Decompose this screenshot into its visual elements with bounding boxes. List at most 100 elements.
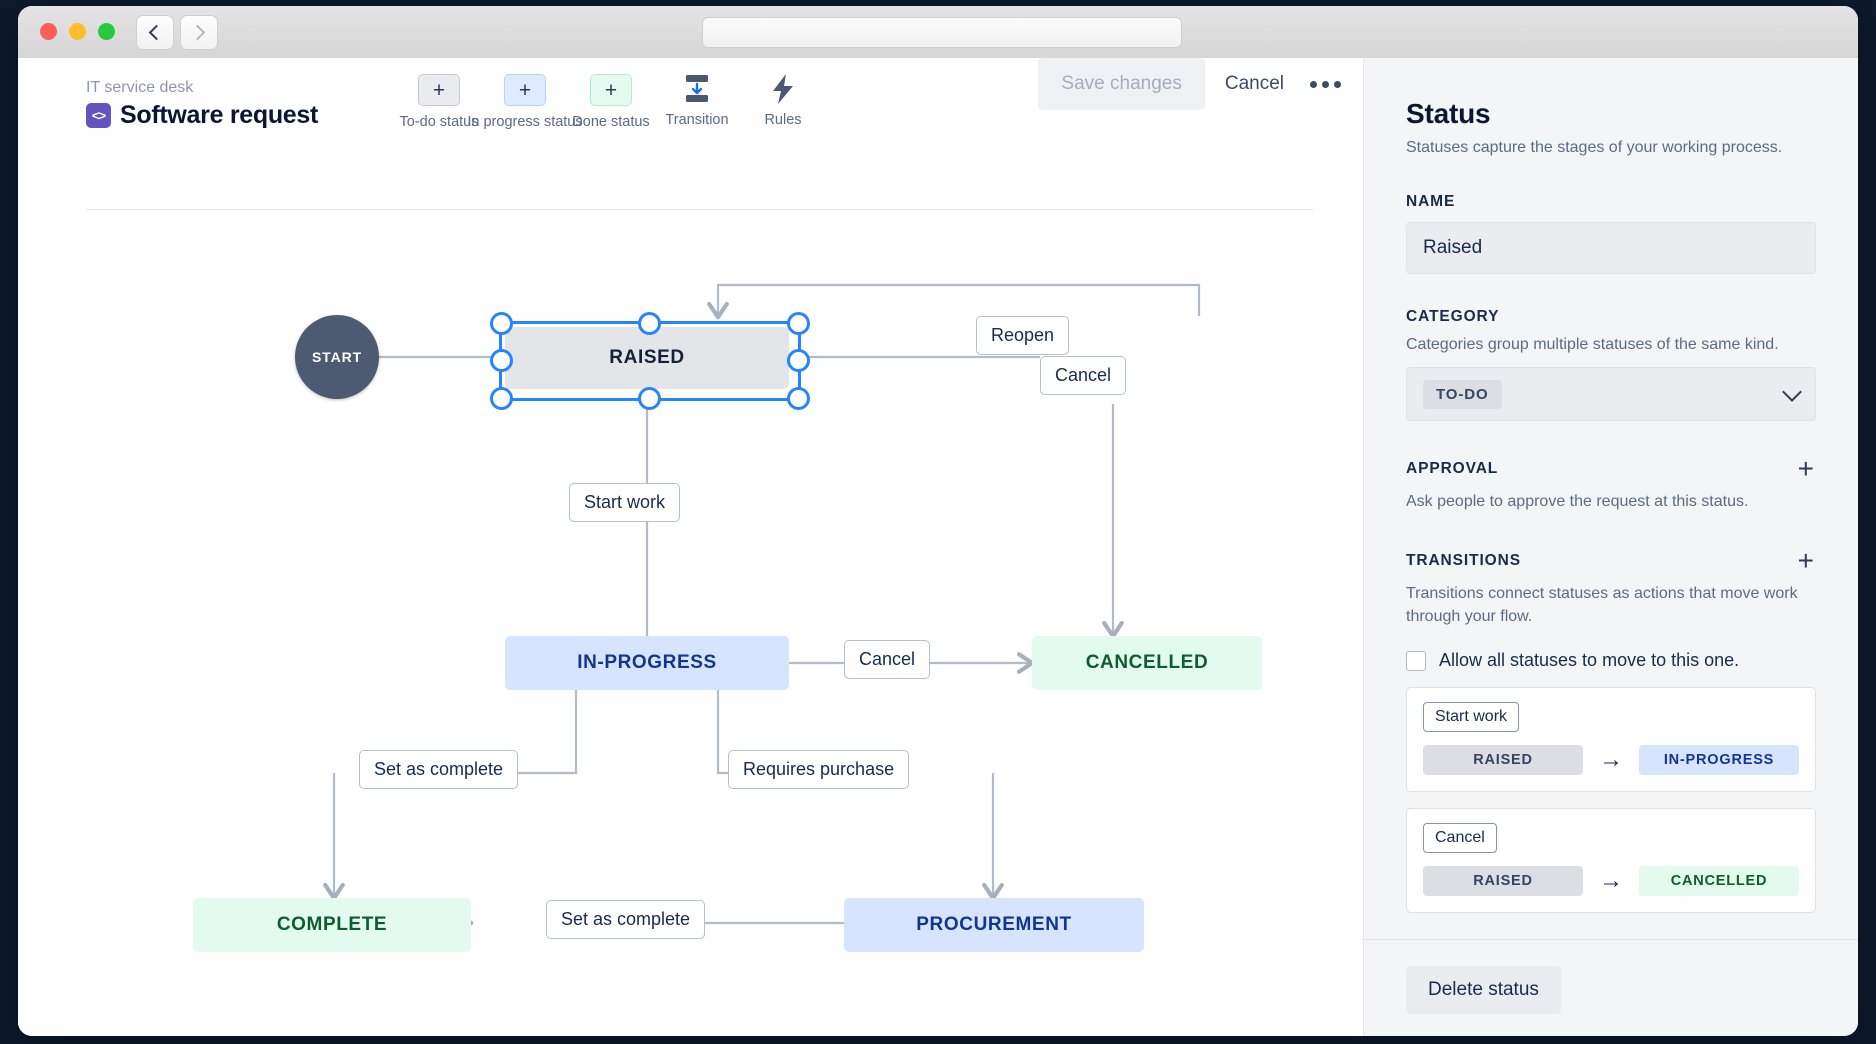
- category-select[interactable]: TO-DO: [1406, 367, 1816, 421]
- transition-name-button[interactable]: Cancel: [1423, 823, 1497, 853]
- zoom-window-button[interactable]: [98, 23, 115, 40]
- arrow-right-icon: →: [1599, 867, 1623, 894]
- transition-label-start-work[interactable]: Start work: [569, 483, 681, 522]
- allow-all-statuses-row[interactable]: Allow all statuses to move to this one.: [1406, 650, 1816, 671]
- header-actions: Save changes Cancel: [1038, 58, 1363, 110]
- page-title: Software request: [120, 101, 319, 129]
- transition-flow: RAISED → CANCELLED: [1423, 866, 1799, 896]
- approval-section-header: APPROVAL +: [1406, 455, 1816, 483]
- transition-label-cancel-raised[interactable]: Cancel: [1040, 356, 1127, 395]
- category-label: CATEGORY: [1406, 308, 1500, 325]
- name-label: NAME: [1406, 193, 1456, 210]
- allow-all-statuses-label: Allow all statuses to move to this one.: [1439, 650, 1740, 670]
- transition-flow: RAISED → IN-PROGRESS: [1423, 745, 1799, 775]
- transitions-section-header: TRANSITIONS +: [1406, 547, 1816, 575]
- app-header: IT service desk <> Software request + To…: [18, 58, 1363, 210]
- transition-label-reopen[interactable]: Reopen: [976, 316, 1070, 355]
- transition-card[interactable]: Cancel RAISED → CANCELLED: [1406, 808, 1816, 913]
- plus-icon[interactable]: +: [590, 74, 632, 106]
- resize-handle-sw[interactable]: [490, 387, 513, 410]
- status-node-procurement[interactable]: PROCUREMENT: [844, 898, 1144, 952]
- resize-handle-n[interactable]: [638, 312, 661, 335]
- approval-description: Ask people to approve the request at thi…: [1406, 493, 1749, 510]
- toolbar-label: In progress status: [467, 114, 583, 130]
- rules-tool[interactable]: Rules: [740, 74, 826, 130]
- plus-icon[interactable]: +: [1797, 453, 1814, 484]
- chevron-right-icon: [189, 24, 206, 41]
- status-node-cancelled[interactable]: CANCELLED: [1032, 636, 1262, 690]
- transition-name-button[interactable]: Start work: [1423, 702, 1520, 732]
- selection-box: [490, 312, 810, 410]
- approval-label: APPROVAL: [1406, 460, 1499, 477]
- toolbar-label: Transition: [665, 112, 729, 128]
- page-body: IT service desk <> Software request + To…: [18, 58, 1858, 1036]
- resize-handle-nw[interactable]: [490, 312, 513, 335]
- resize-handle-se[interactable]: [787, 387, 810, 410]
- forward-button[interactable]: [180, 15, 218, 50]
- plus-icon[interactable]: +: [1797, 545, 1814, 576]
- toolbar: + To-do status + In progress status + Do…: [396, 74, 826, 130]
- transitions-label: TRANSITIONS: [1406, 552, 1521, 569]
- delete-status-button[interactable]: Delete status: [1406, 966, 1561, 1014]
- transition-from-status: RAISED: [1423, 866, 1583, 896]
- panel-divider: [1364, 939, 1858, 940]
- browser-window: IT service desk <> Software request + To…: [18, 6, 1858, 1036]
- toolbar-label: To-do status: [399, 114, 479, 130]
- close-window-button[interactable]: [40, 23, 57, 40]
- transition-label-cancel-inprogress[interactable]: Cancel: [844, 640, 931, 679]
- breadcrumb[interactable]: IT service desk: [86, 79, 194, 96]
- transition-label-set-as-complete-inprogress[interactable]: Set as complete: [359, 750, 519, 789]
- chevron-left-icon: [148, 24, 165, 41]
- panel-title: Status: [1406, 98, 1491, 129]
- add-inprogress-status-tool[interactable]: + In progress status: [467, 74, 583, 130]
- save-changes-button[interactable]: Save changes: [1038, 58, 1205, 110]
- panel-subtitle: Statuses capture the stages of your work…: [1406, 139, 1783, 156]
- minimize-window-button[interactable]: [69, 23, 86, 40]
- chevron-down-icon: [1782, 381, 1802, 402]
- status-node-in-progress[interactable]: IN-PROGRESS: [505, 636, 789, 690]
- transition-label-set-as-complete-procurement[interactable]: Set as complete: [546, 900, 706, 939]
- header-divider: [86, 209, 1313, 210]
- resize-handle-s[interactable]: [638, 387, 661, 410]
- status-node-label: CANCELLED: [1085, 652, 1209, 673]
- transition-icon[interactable]: [677, 74, 717, 104]
- transition-label-requires-purchase[interactable]: Requires purchase: [728, 750, 910, 789]
- lightning-bolt-icon[interactable]: [763, 74, 803, 104]
- category-value-badge: TO-DO: [1423, 379, 1502, 409]
- toolbar-label: Rules: [764, 112, 802, 128]
- transition-to-status: IN-PROGRESS: [1639, 745, 1799, 775]
- add-transition-tool[interactable]: Transition: [654, 74, 740, 130]
- back-button[interactable]: [136, 15, 174, 50]
- cancel-button[interactable]: Cancel: [1205, 73, 1304, 95]
- status-name-value: Raised: [1423, 237, 1483, 258]
- window-controls: [40, 23, 115, 40]
- transition-card[interactable]: Start work RAISED → IN-PROGRESS: [1406, 687, 1816, 792]
- address-bar[interactable]: [702, 17, 1182, 48]
- plus-icon[interactable]: +: [418, 74, 460, 106]
- resize-handle-ne[interactable]: [787, 312, 810, 335]
- status-node-label: COMPLETE: [276, 914, 388, 935]
- resize-handle-w[interactable]: [490, 349, 513, 372]
- status-node-label: IN-PROGRESS: [577, 652, 717, 673]
- more-options-icon[interactable]: [1304, 80, 1363, 88]
- status-node-label: PROCUREMENT: [916, 914, 1072, 935]
- toolbar-label: Done status: [572, 114, 650, 130]
- status-node-raised[interactable]: RAISED: [505, 327, 789, 389]
- add-todo-status-tool[interactable]: + To-do status: [396, 74, 482, 130]
- plus-icon[interactable]: +: [504, 74, 546, 106]
- status-node-label: RAISED: [609, 347, 685, 368]
- title-block: IT service desk <> Software request: [86, 78, 318, 130]
- code-icon: <>: [86, 103, 111, 128]
- status-detail-panel: Status Statuses capture the stages of yo…: [1363, 58, 1858, 1036]
- status-name-input[interactable]: Raised: [1406, 222, 1816, 274]
- resize-handle-e[interactable]: [787, 349, 810, 372]
- allow-all-statuses-checkbox[interactable]: [1406, 650, 1426, 671]
- workflow-editor: IT service desk <> Software request + To…: [18, 58, 1363, 1036]
- workflow-edges: [323, 283, 1201, 934]
- workflow-canvas[interactable]: START RAISED: [18, 210, 1363, 1036]
- add-done-status-tool[interactable]: + Done status: [568, 74, 654, 130]
- transition-to-status: CANCELLED: [1639, 866, 1799, 896]
- category-description: Categories group multiple statuses of th…: [1406, 336, 1779, 353]
- status-node-complete[interactable]: COMPLETE: [193, 898, 471, 952]
